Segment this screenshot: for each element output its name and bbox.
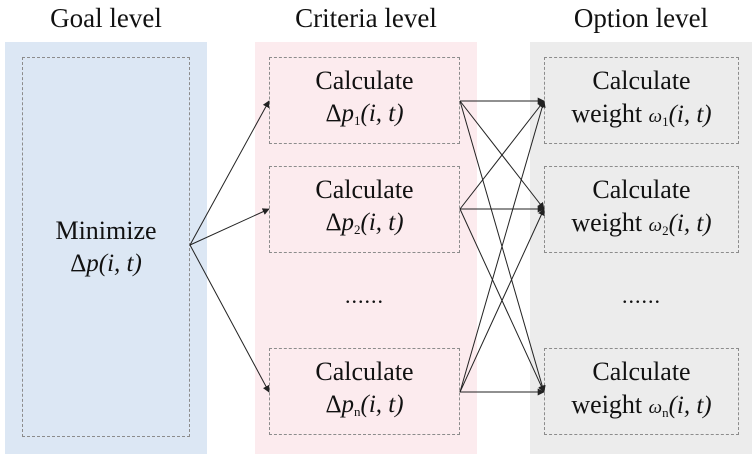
option-formula: weight ω2(i, t): [571, 207, 712, 238]
arrow-goal-to-criteria-1: [189, 100, 270, 246]
arrow-criteria-n-to-option-1: [459, 100, 546, 393]
criteria-ellipsis: ......: [345, 283, 384, 308]
goal-level-heading: Goal level: [50, 3, 162, 33]
option-box-1: Calculate weight ω1(i, t): [544, 57, 739, 144]
option-ellipsis: ......: [622, 283, 661, 308]
criteria-formula: Δpn(i, t): [325, 391, 404, 419]
arrow-criteria-2-to-option-1: [459, 100, 545, 210]
arrow-goal-to-criteria-n: [189, 244, 270, 393]
arrow-criteria-n-to-option-2: [459, 208, 545, 393]
option-box-n: Calculate weight ωn(i, t): [544, 348, 739, 435]
option-formula: weight ωn(i, t): [571, 389, 712, 420]
goal-formula: Δp(i, t): [70, 250, 142, 277]
option-label: Calculate: [592, 356, 691, 386]
option-level-heading: Option level: [573, 3, 709, 33]
goal-box: Minimize Δp(i, t): [22, 57, 190, 437]
option-label: Calculate: [592, 65, 691, 95]
option-formula: weight ω1(i, t): [571, 98, 712, 129]
criteria-formula: Δp1(i, t): [325, 100, 404, 128]
option-label: Calculate: [592, 174, 691, 204]
criteria-label: Calculate: [315, 175, 414, 204]
criteria-box-1: Calculate Δp1(i, t): [269, 57, 460, 144]
criteria-level-heading: Criteria level: [295, 3, 437, 33]
criteria-level-panel: [255, 42, 477, 454]
option-level-panel: [530, 42, 752, 454]
criteria-label: Calculate: [315, 357, 414, 386]
option-box-2: Calculate weight ω2(i, t): [544, 166, 739, 253]
criteria-label: Calculate: [315, 66, 414, 95]
goal-label: Minimize: [55, 216, 157, 245]
goal-level-panel: [5, 42, 207, 454]
criteria-box-n: Calculate Δpn(i, t): [269, 348, 460, 435]
criteria-formula: Δp2(i, t): [325, 209, 404, 237]
arrow-goal-to-criteria-2: [189, 208, 270, 246]
